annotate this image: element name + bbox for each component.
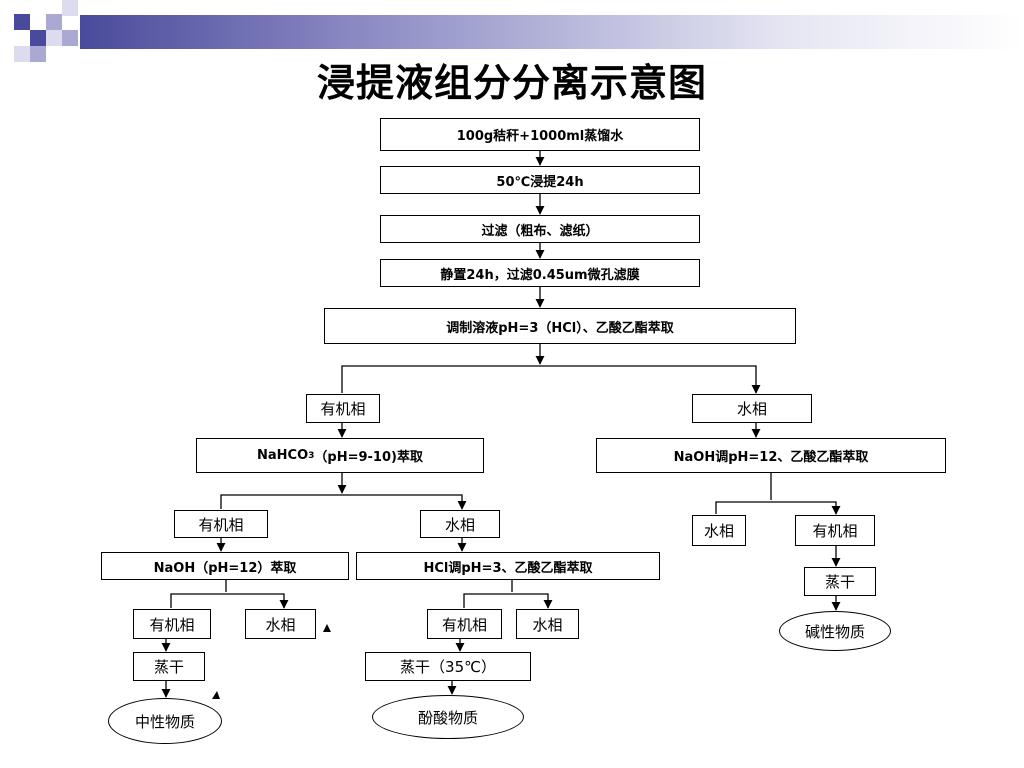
corner-square-4 <box>62 0 78 16</box>
stray-marker-2 <box>212 691 220 699</box>
corner-square-6 <box>46 30 62 46</box>
corner-square-3 <box>46 14 62 30</box>
nahco3-subscript: 3 <box>308 450 315 461</box>
r-aqueous-phase: 水相 <box>420 510 500 538</box>
step-acidify-extract: 调制溶液pH=3（HCl）、乙酸乙酯萃取 <box>324 308 796 344</box>
header-gradient-bar <box>80 15 1024 49</box>
l-organic-phase-2: 有机相 <box>133 609 211 639</box>
corner-square-2 <box>30 30 46 46</box>
r-aqueous-phase-2: 水相 <box>516 609 579 639</box>
r-hcl-extract: HCl调pH=3、乙酸乙酯萃取 <box>356 552 660 580</box>
corner-square-5 <box>14 46 30 62</box>
stray-marker-1 <box>323 624 331 632</box>
step-filter: 过滤（粗布、滤纸） <box>380 215 700 243</box>
left-organic-phase: 有机相 <box>306 394 380 423</box>
l-evaporate: 蒸干 <box>133 652 205 681</box>
nahco3-label: NaHCO <box>257 448 309 463</box>
right-aqueous-phase: 水相 <box>692 394 812 423</box>
r-organic-phase-2: 有机相 <box>427 609 502 639</box>
l-aqueous-phase-2: 水相 <box>245 609 316 639</box>
right-naoh-extract: NaOH调pH=12、乙酸乙酯萃取 <box>596 438 946 473</box>
l-organic-phase: 有机相 <box>174 510 268 538</box>
neutral-substances: 中性物质 <box>108 698 222 744</box>
nahco3-condition: （pH=9-10)萃取 <box>314 450 423 465</box>
right-aqueous-phase-2: 水相 <box>692 515 746 546</box>
l-naoh-extract: NaOH（pH=12）萃取 <box>101 552 349 580</box>
corner-square-7 <box>30 46 46 62</box>
corner-square-8 <box>62 30 78 46</box>
corner-square-1 <box>14 14 30 30</box>
basic-substances: 碱性物质 <box>779 611 891 651</box>
right-evaporate: 蒸干 <box>804 567 876 596</box>
step-raw-material: 100g秸秆+1000ml蒸馏水 <box>380 118 700 151</box>
right-organic-phase-2: 有机相 <box>795 515 875 546</box>
page-title: 浸提液组分分离示意图 <box>316 60 707 105</box>
step-settle-membrane: 静置24h，过滤0.45um微孔滤膜 <box>380 259 700 287</box>
phenolic-acid-substances: 酚酸物质 <box>372 695 524 739</box>
step-leaching: 50℃浸提24h <box>380 166 700 194</box>
r-evaporate-35c: 蒸干（35℃） <box>365 652 531 681</box>
